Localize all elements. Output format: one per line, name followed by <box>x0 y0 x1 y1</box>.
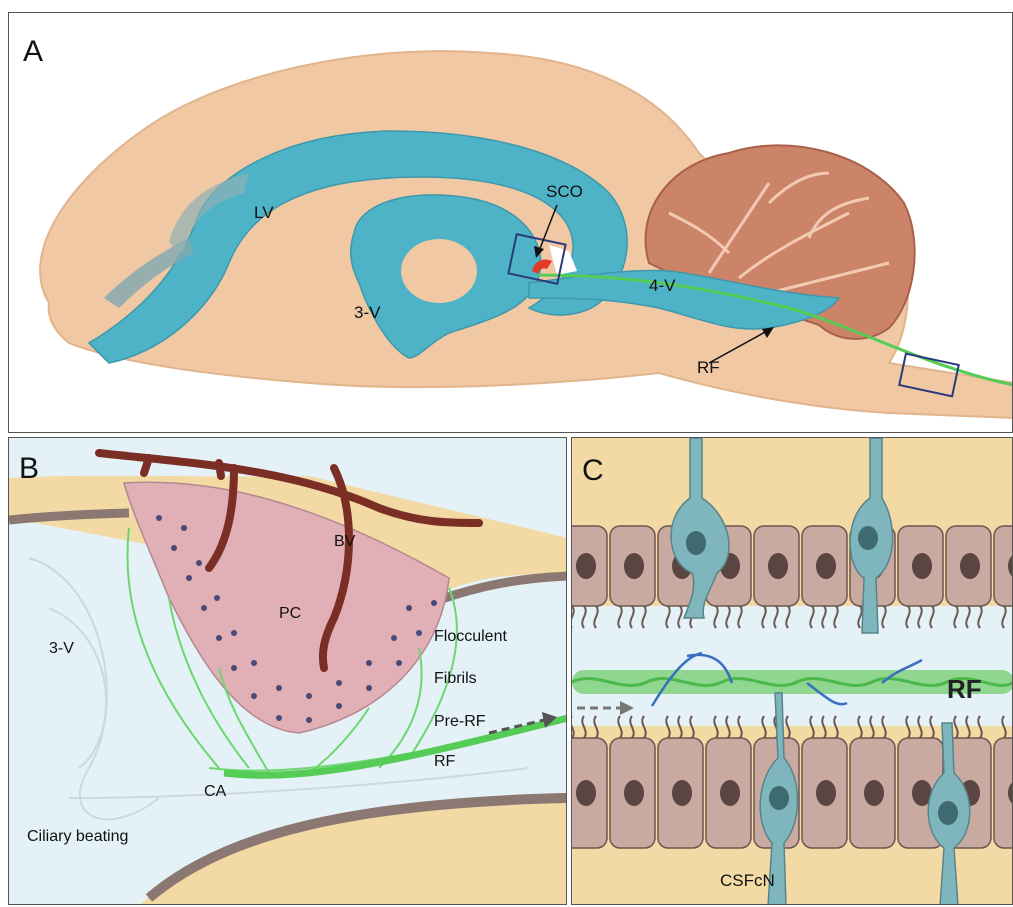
lower-ependymal-nucleus <box>576 780 596 806</box>
flocculent-label: Flocculent <box>434 628 507 645</box>
upper-ependymal-nucleus <box>576 553 596 579</box>
csfcn-label: CSFcN <box>720 871 775 890</box>
panel-a: A SCO LV 3-V 4-V RF <box>8 12 1013 433</box>
panel-b: B BV PC 3-V Flocculent Fibrils Pre-RF RF… <box>8 437 567 905</box>
rf-label-c: RF <box>947 674 982 704</box>
panel-c: C RF CSFcN <box>571 437 1013 905</box>
lower-ependymal-nucleus <box>624 780 644 806</box>
interthalamic-adhesion <box>401 239 477 303</box>
lower-ependymal-nucleus <box>864 780 884 806</box>
upper-ependymal-nucleus <box>816 553 836 579</box>
panel-c-label: C <box>582 454 604 487</box>
ca-label: CA <box>204 783 227 800</box>
csf-channel <box>572 606 1013 726</box>
fibrils-label: Fibrils <box>434 670 477 687</box>
panel-b-label: B <box>19 452 39 485</box>
fourth-ventricle-label: 4-V <box>649 276 676 295</box>
third-ventricle-label: 3-V <box>354 303 381 322</box>
sco-label: SCO <box>546 182 583 201</box>
lower-ependymal-nucleus <box>720 780 740 806</box>
upper-ependymal-nucleus <box>912 553 932 579</box>
panel-c-svg: C RF CSFcN <box>572 438 1013 905</box>
panel-b-svg: B BV PC 3-V Flocculent Fibrils Pre-RF RF… <box>9 438 567 905</box>
bv-label: BV <box>334 533 356 550</box>
upper-ependymal-nucleus <box>624 553 644 579</box>
upper-ependymal-nucleus <box>768 553 788 579</box>
lv-label: LV <box>254 203 274 222</box>
panel-a-label: A <box>23 35 43 68</box>
pre-rf-label: Pre-RF <box>434 713 486 730</box>
third-ventricle-label-b: 3-V <box>49 640 74 657</box>
lower-ependymal-nucleus <box>672 780 692 806</box>
upper-ependymal-nucleus <box>960 553 980 579</box>
ciliary-beating-label: Ciliary beating <box>27 828 128 845</box>
panel-a-svg: A SCO LV 3-V 4-V RF <box>9 13 1013 433</box>
rf-label-b: RF <box>434 753 456 770</box>
lower-ependymal-nucleus <box>816 780 836 806</box>
pc-label: PC <box>279 605 301 622</box>
rf-label: RF <box>697 358 720 377</box>
